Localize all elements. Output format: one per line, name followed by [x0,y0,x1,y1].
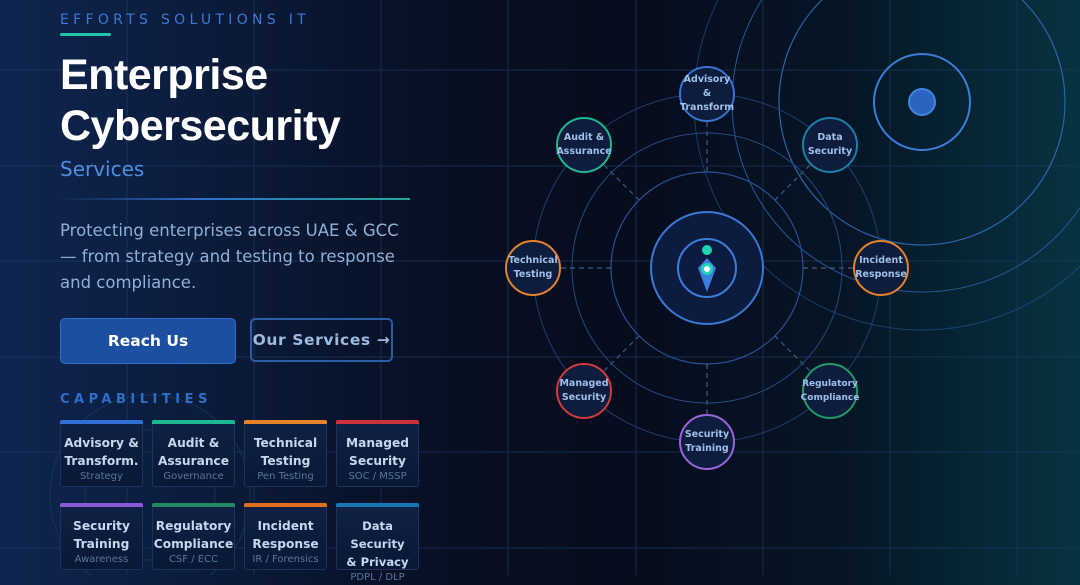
card-accent-bar [244,420,327,424]
card-accent-bar [244,503,327,507]
card-title: Managed Security [346,436,409,468]
brand-underline [60,33,111,36]
card-accent-bar [60,503,143,507]
capability-card-regulatory-compliance[interactable]: Regulatory Compliance CSF / ECC [152,503,235,570]
hero-description: Protecting enterprises across UAE & GCC … [60,221,399,292]
brand-name: EFFORTS SOLUTIONS IT [60,12,311,28]
card-accent-bar [152,420,235,424]
node-managed-security[interactable]: Managed Security [556,363,612,419]
capability-card-audit[interactable]: Audit & Assurance Governance [152,420,235,487]
page-subtitle: Services [60,157,145,181]
card-title: Technical Testing [253,436,318,468]
node-audit-assurance[interactable]: Audit & Assurance [556,117,612,173]
node-security-training[interactable]: Security Training [679,414,735,470]
node-regulatory-compliance[interactable]: Regulatory Compliance [801,363,859,419]
node-advisory-transform[interactable]: Advisory & Transform [679,66,735,122]
card-accent-bar [336,420,419,424]
card-tag: SOC / MSSP [348,471,407,482]
capability-card-security-training[interactable]: Security Training Awareness [60,503,143,570]
card-tag: IR / Forensics [252,554,319,565]
card-accent-bar [152,503,235,507]
card-tag: Awareness [74,554,129,565]
capability-card-advisory[interactable]: Advisory & Transform. Strategy [60,420,143,487]
card-tag: CSF / ECC [168,554,219,565]
card-tag: Pen Testing [257,471,314,482]
reach-us-button[interactable]: Reach Us [60,318,236,364]
node-incident-response[interactable]: Incident Response [853,240,909,296]
capability-card-data-security[interactable]: Data Security & Privacy PDPL / DLP [336,503,419,583]
capabilities-grid: Advisory & Transform. Strategy Audit & A… [60,420,422,583]
card-title: Security Training [73,519,130,551]
shield-pin-icon [698,245,716,292]
capabilities-heading: CAPABILITIES [60,392,212,407]
divider [60,198,410,200]
page-title: Enterprise Cybersecurity [60,50,341,152]
capability-card-technical-testing[interactable]: Technical Testing Pen Testing [244,420,327,487]
card-title: Data Security & Privacy [346,519,409,569]
card-title: Advisory & Transform. [64,436,139,468]
card-accent-bar [336,503,419,507]
our-services-button[interactable]: Our Services → [250,318,393,362]
card-tag: Strategy [80,471,123,482]
card-tag: Governance [163,471,224,482]
card-tag: PDPL / DLP [350,572,405,583]
title-line-2: Cybersecurity [60,102,341,150]
title-line-1: Enterprise [60,51,268,99]
card-title: Regulatory Compliance [153,519,234,551]
card-title: Incident Response [252,519,319,551]
capability-card-incident-response[interactable]: Incident Response IR / Forensics [244,503,327,570]
card-title: Audit & Assurance [157,436,230,468]
capability-card-managed-security[interactable]: Managed Security SOC / MSSP [336,420,419,487]
node-data-security[interactable]: Data Security [802,117,858,173]
card-accent-bar [60,420,143,424]
node-technical-testing[interactable]: Technical Testing [505,240,561,296]
